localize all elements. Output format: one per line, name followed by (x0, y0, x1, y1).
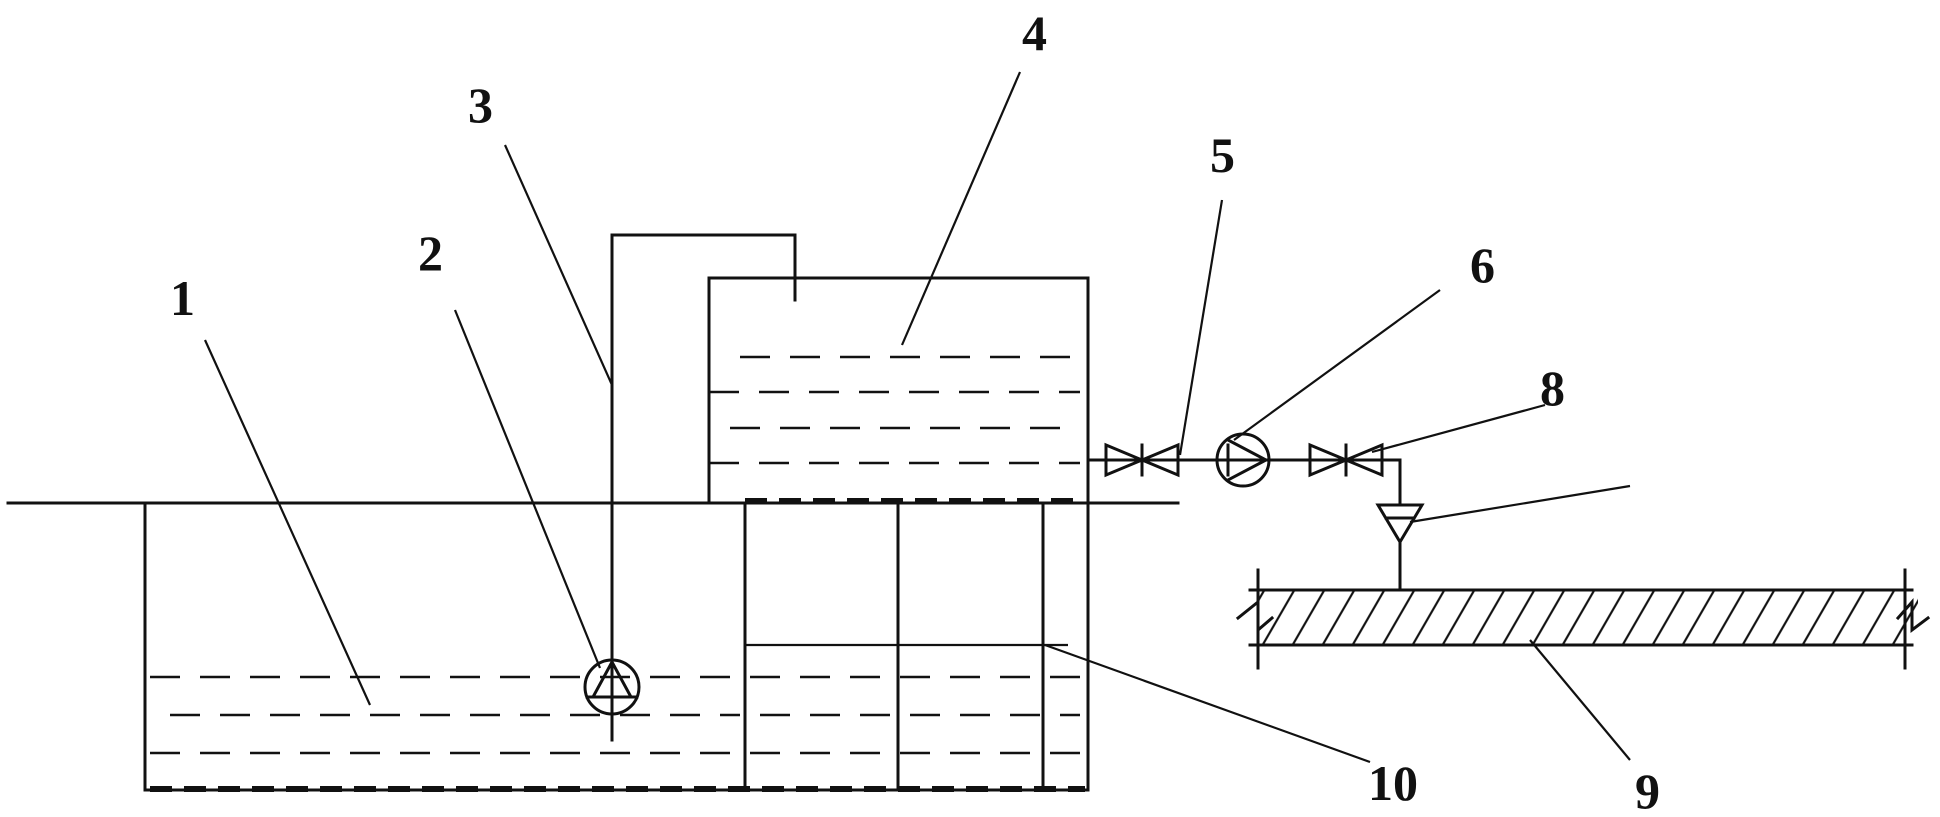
spray-nozzle (1375, 503, 1425, 545)
label-3: 3 (468, 77, 493, 133)
label-4: 4 (1022, 5, 1047, 61)
label-10: 10 (1368, 755, 1418, 811)
label-8: 8 (1540, 360, 1565, 416)
label-6: 6 (1470, 237, 1495, 293)
valve-8 (1308, 442, 1384, 478)
underground-tank (143, 501, 1090, 792)
leader-lines (203, 71, 1631, 764)
ground-slab (1235, 568, 1931, 670)
submersible-pump (583, 658, 641, 716)
transfer-pump-6 (1215, 432, 1271, 488)
label-9: 9 (1635, 763, 1660, 817)
label-5: 5 (1210, 127, 1235, 183)
valve-5 (1104, 442, 1180, 478)
riser-pipe (610, 233, 797, 742)
outlet-pipeline (1086, 458, 1402, 592)
elevated-tank (707, 276, 1090, 505)
settling-compartment (745, 501, 1080, 792)
label-2: 2 (418, 225, 443, 281)
label-1: 1 (170, 270, 195, 326)
